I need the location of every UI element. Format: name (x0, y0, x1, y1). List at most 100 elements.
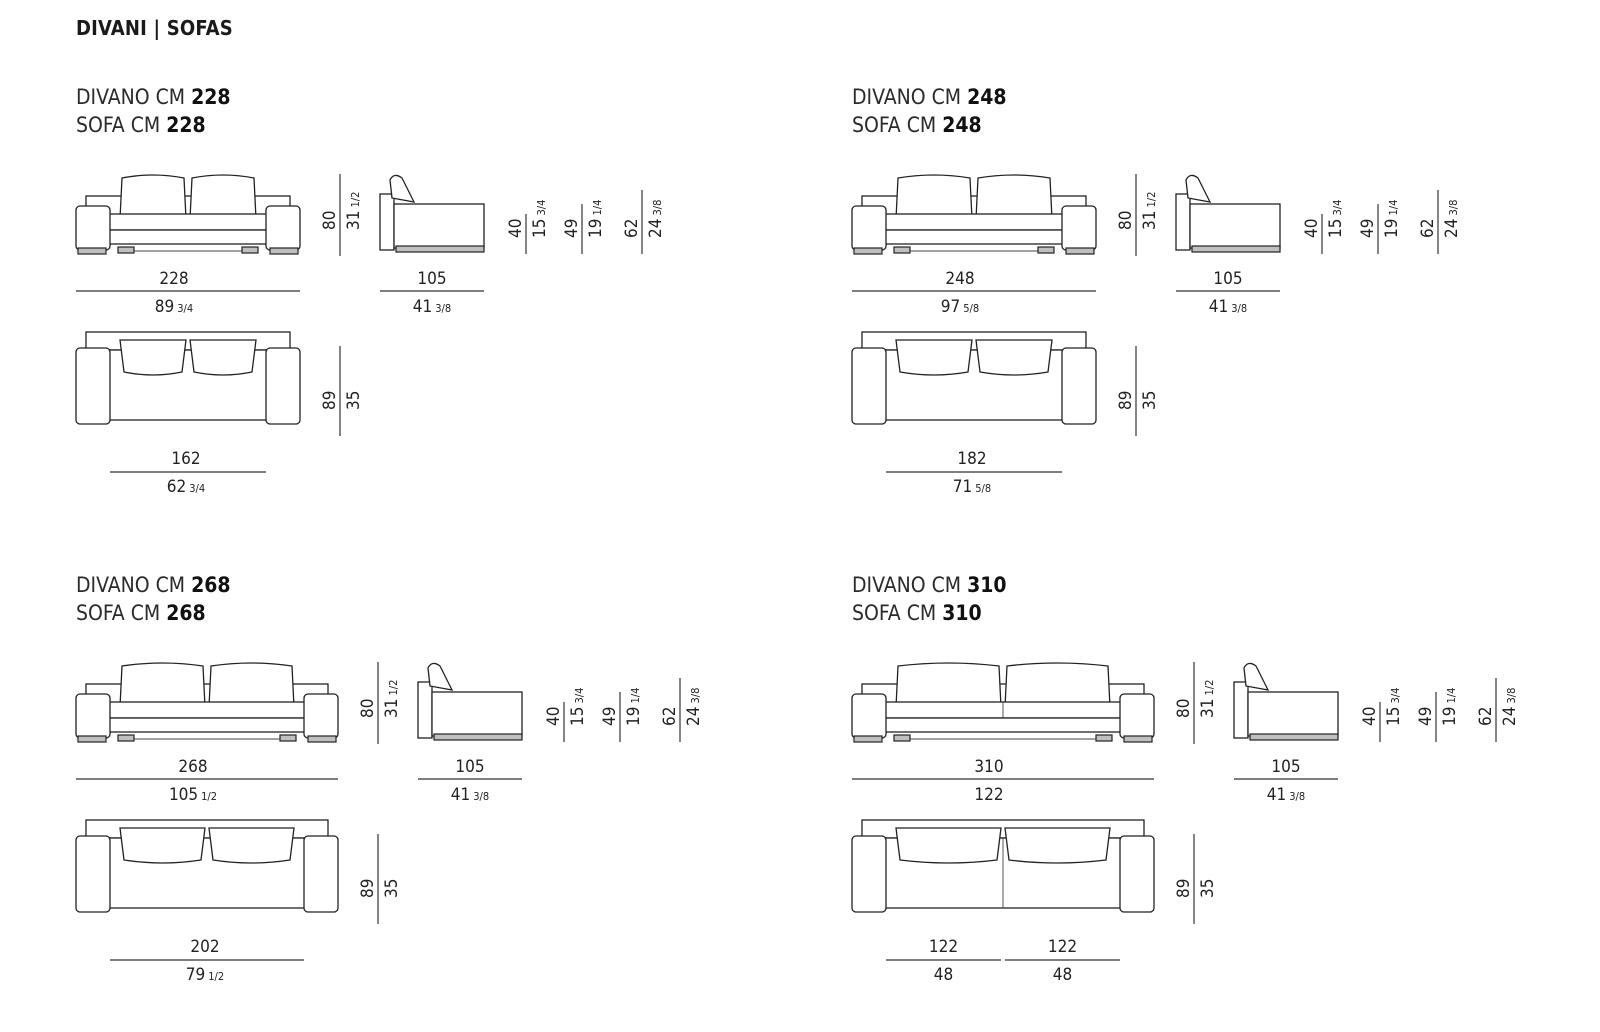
side-height-1-cm: 49 (600, 707, 620, 726)
plan-width-in-0: 48 (934, 965, 953, 985)
svg-text:62: 62 (622, 219, 642, 238)
seat (103, 701, 311, 719)
plan-depth-cm: 89 (1174, 879, 1194, 898)
side-seat (1189, 203, 1281, 249)
side-height-0-cm: 40 (1302, 219, 1322, 238)
foot (1065, 247, 1095, 255)
side-plinth (1249, 733, 1339, 741)
plan-cushion (119, 827, 206, 864)
svg-text:40: 40 (1302, 219, 1322, 238)
svg-text:35: 35 (1198, 879, 1218, 898)
svg-text:40: 40 (544, 707, 564, 726)
svg-text:62: 62 (660, 707, 680, 726)
front-height-cm: 80 (320, 211, 340, 230)
foot (893, 246, 911, 254)
front-width-cm: 228 (159, 269, 188, 289)
plan-cushion (189, 339, 257, 376)
plan-left-arm (75, 347, 111, 425)
back-cushion (1004, 662, 1111, 708)
plan-cushion (895, 827, 1002, 864)
back-cushion (895, 662, 1002, 708)
svg-text:191/4: 191/4 (586, 200, 606, 238)
svg-text:80: 80 (358, 699, 378, 718)
svg-text:153/4: 153/4 (1326, 200, 1346, 238)
svg-text:243/8: 243/8 (646, 200, 666, 238)
plan-cushion (208, 827, 295, 864)
left-arm (75, 205, 111, 251)
foot (279, 734, 297, 742)
side-height-1-cm: 49 (1358, 219, 1378, 238)
side-height-2-cm: 62 (1476, 707, 1496, 726)
foot (1095, 734, 1113, 742)
plan-depth-in: 35 (1198, 879, 1218, 898)
svg-text:80: 80 (1116, 211, 1136, 230)
side-height-2-in: 243/8 (1500, 688, 1520, 726)
side-height-2-in: 243/8 (646, 200, 666, 238)
sofa-title: SOFA CM 268 (76, 601, 206, 625)
side-height-1-in: 191/4 (586, 200, 606, 238)
front-width-cm: 310 (974, 757, 1003, 777)
svg-text:40: 40 (506, 219, 526, 238)
front-height-cm: 80 (358, 699, 378, 718)
right-arm (303, 693, 339, 739)
svg-text:153/4: 153/4 (1384, 688, 1404, 726)
plan-depth-cm: 89 (1116, 391, 1136, 410)
foot (307, 735, 337, 743)
right-arm (1119, 693, 1155, 739)
back-cushion (189, 174, 257, 220)
right-arm (1061, 205, 1097, 251)
side-depth-cm: 105 (455, 757, 484, 777)
svg-text:243/8: 243/8 (684, 688, 704, 726)
side-height-0-in: 153/4 (1326, 200, 1346, 238)
side-cushion (427, 662, 454, 691)
seat (879, 213, 1069, 231)
sofa-title: SOFA CM 228 (76, 113, 206, 137)
front-width-cm: 248 (945, 269, 974, 289)
svg-text:62: 62 (1418, 219, 1438, 238)
plan-left-arm (851, 347, 887, 425)
plan-cushion (1004, 827, 1111, 864)
foot (241, 246, 259, 254)
svg-text:89: 89 (1174, 879, 1194, 898)
foot (1037, 246, 1055, 254)
plan-left-arm (851, 835, 887, 913)
side-height-1-in: 191/4 (1382, 200, 1402, 238)
side-cushion (389, 174, 416, 203)
svg-text:311/2: 311/2 (1198, 680, 1218, 718)
base (103, 229, 273, 245)
side-back (1233, 681, 1249, 739)
svg-text:311/2: 311/2 (344, 192, 364, 230)
side-seat (431, 691, 523, 737)
plan-width-in-1: 48 (1053, 965, 1072, 985)
side-height-2-in: 243/8 (684, 688, 704, 726)
foot (893, 734, 911, 742)
side-height-1-in: 191/4 (624, 688, 644, 726)
svg-text:62: 62 (1476, 707, 1496, 726)
side-seat (1247, 691, 1339, 737)
plan-right-arm (303, 835, 339, 913)
left-arm (851, 205, 887, 251)
side-cushion (1243, 662, 1270, 691)
side-height-0-cm: 40 (1360, 707, 1380, 726)
svg-text:243/8: 243/8 (1500, 688, 1520, 726)
plan-back (85, 331, 291, 351)
plan-depth-in: 35 (344, 391, 364, 410)
foot (1123, 735, 1153, 743)
foot (117, 246, 135, 254)
plan-right-arm (1119, 835, 1155, 913)
front-height-in: 311/2 (382, 680, 402, 718)
right-arm (265, 205, 301, 251)
side-height-0-cm: 40 (506, 219, 526, 238)
base (103, 717, 311, 733)
svg-text:49: 49 (562, 219, 582, 238)
side-depth-cm: 105 (417, 269, 446, 289)
plan-width-cm-0: 122 (929, 937, 958, 957)
